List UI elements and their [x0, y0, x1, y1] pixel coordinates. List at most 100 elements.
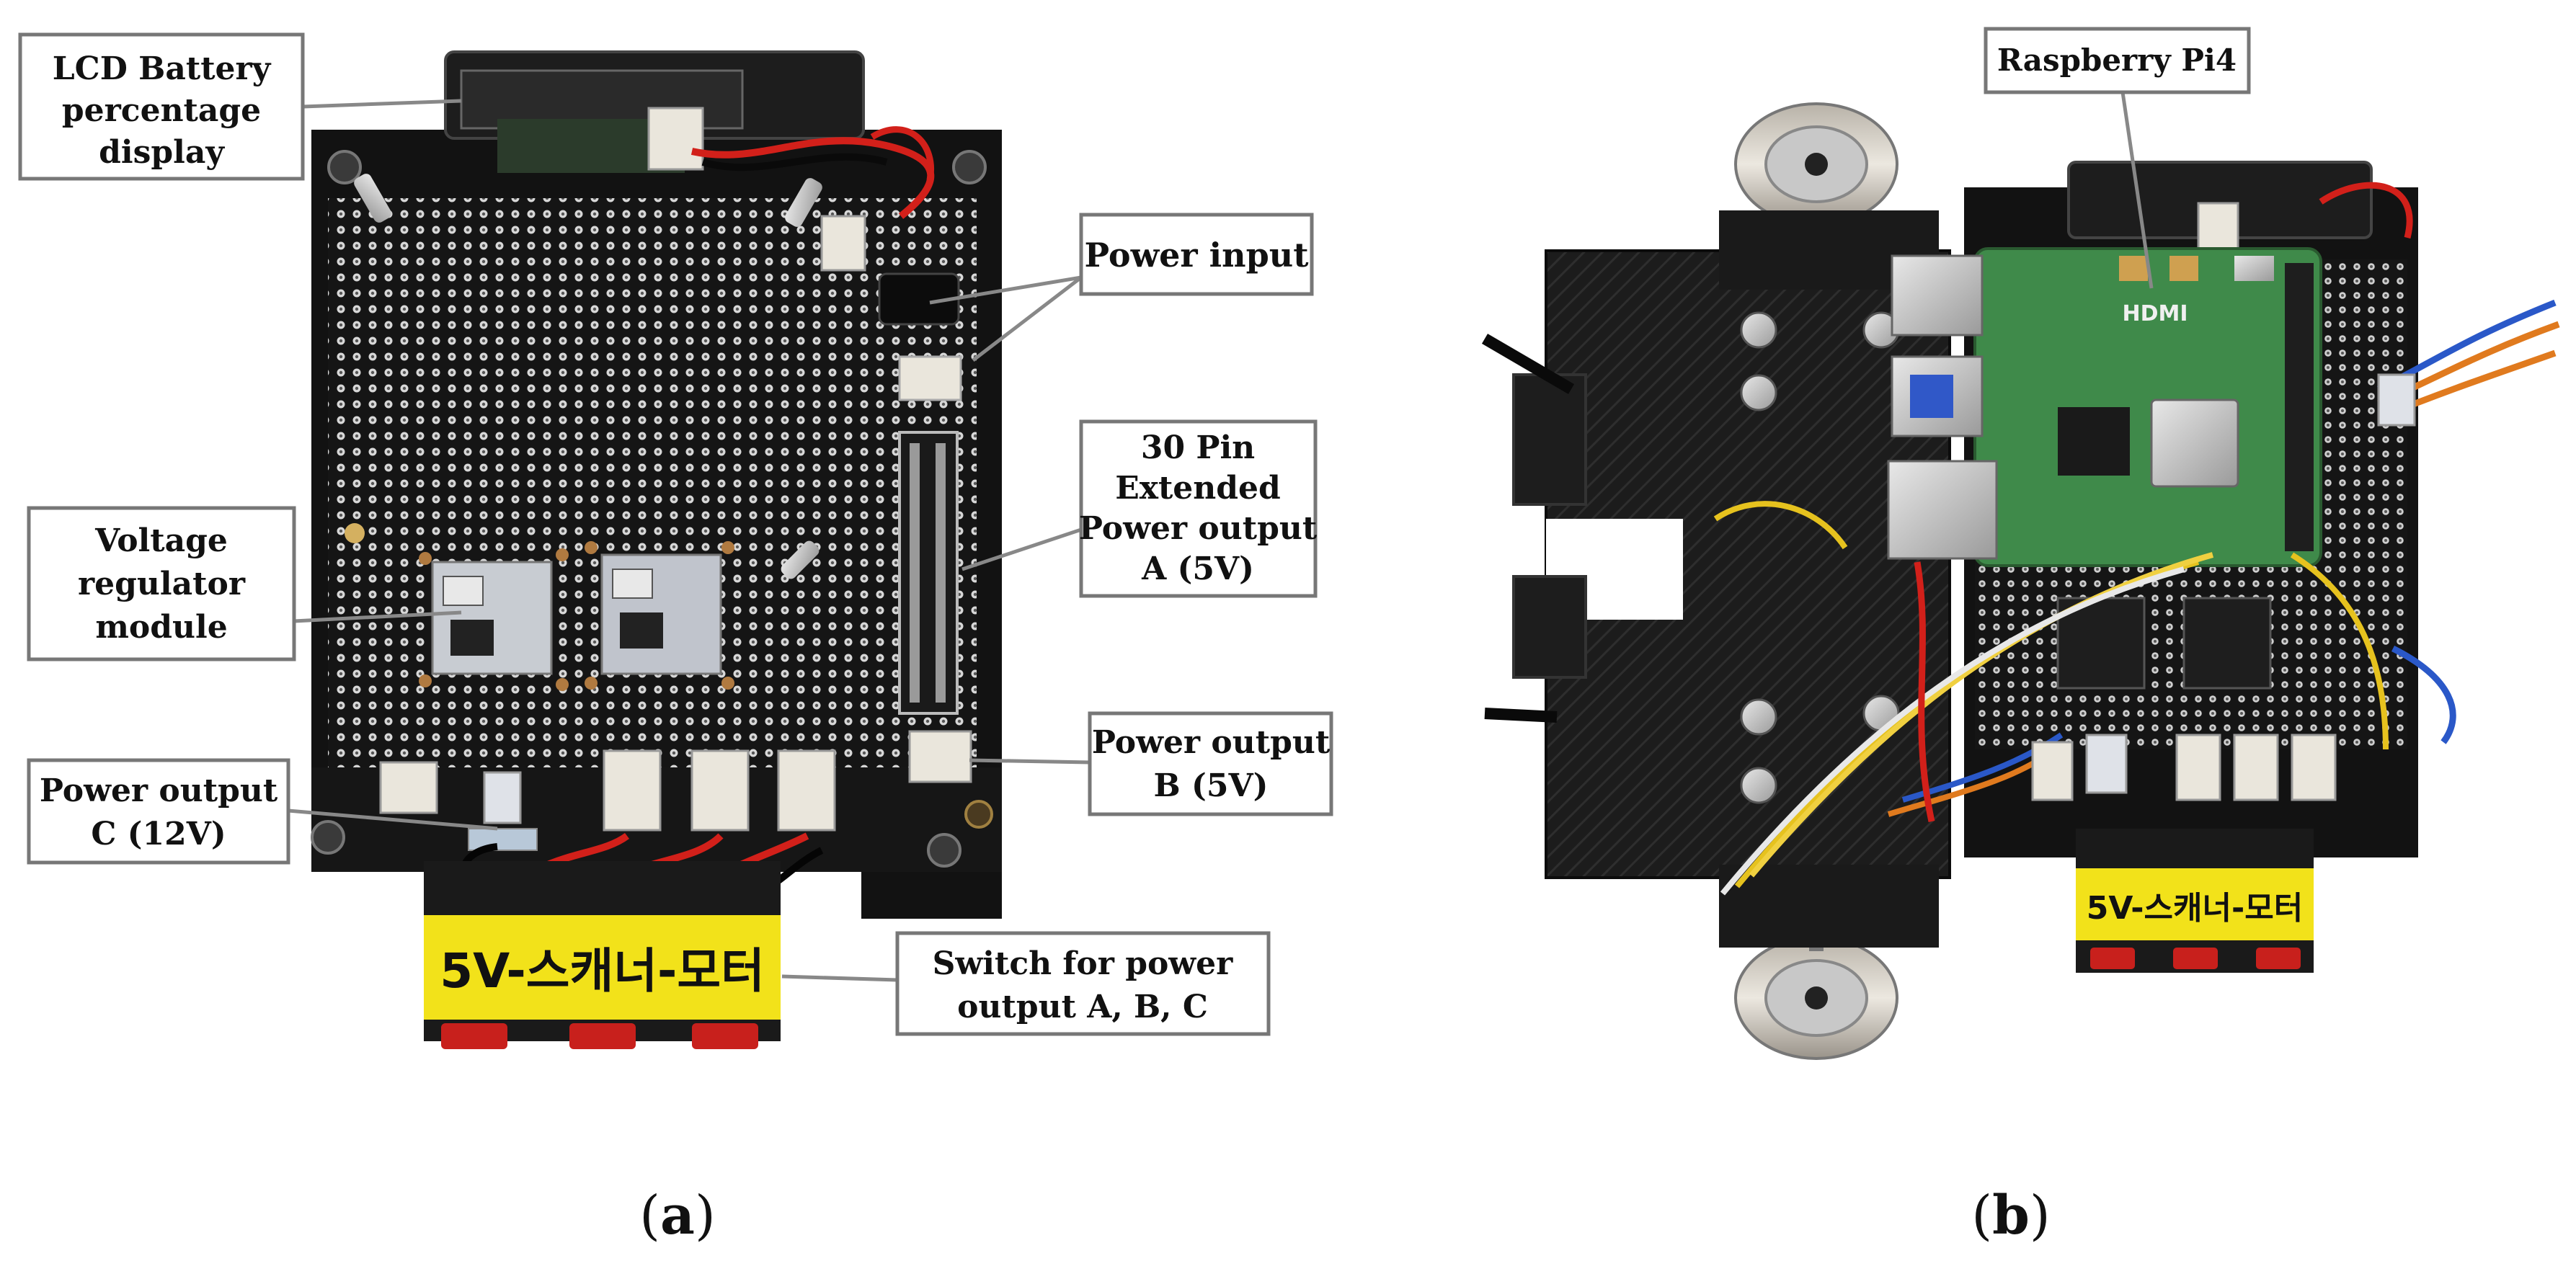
regulator-chip — [450, 620, 494, 656]
pin-header — [898, 431, 959, 715]
callout-30pin-line2: Extended — [1115, 470, 1281, 507]
callout-power-output-b: Power output B (5V) — [969, 711, 1333, 816]
motor-mount-bottom — [1719, 865, 1939, 948]
callout-raspberry-pi: Raspberry Pi4 — [1984, 27, 2251, 289]
switch-button-red — [692, 1023, 758, 1049]
blue-wire — [2391, 645, 2456, 744]
regulator-inductor — [612, 569, 653, 599]
regulator-chip — [620, 612, 663, 649]
rpi-gpio-header — [2285, 263, 2314, 551]
switch-label-text-b: 5V-스캐너-모터 — [2087, 890, 2303, 927]
callout-vr-line2: regulator — [78, 566, 246, 602]
red-wire — [2319, 182, 2413, 239]
top-connector — [820, 215, 866, 272]
rpi-micro-hdmi — [2169, 256, 2198, 281]
callout-30pin-line4: A (5V) — [1141, 551, 1254, 587]
yellow-wire — [1713, 501, 1848, 550]
connector-c2 — [483, 771, 522, 824]
callout-vr-line1: Voltage — [94, 522, 228, 559]
mount-screw-icon — [964, 800, 993, 829]
caption-b: (b) — [1971, 1185, 2051, 1247]
connector-b-row — [2031, 741, 2074, 801]
connector-3 — [777, 749, 836, 832]
lcd-connector-b — [2197, 202, 2239, 251]
callout-switch-line2: output A, B, C — [957, 989, 1208, 1025]
mount-screw-icon — [311, 820, 345, 855]
switch-button-red-b — [2256, 948, 2301, 969]
callout-lcd-line3: display — [99, 134, 225, 171]
callout-pc-line1: Power output — [40, 772, 278, 809]
rpi-usb-blue — [1910, 375, 1953, 418]
mount-screw-icon — [927, 833, 961, 868]
callout-lcd-line2: percentage — [62, 92, 261, 129]
rpi-micro-hdmi — [2119, 256, 2148, 281]
callout-30pin: 30 Pin Extended Power output A (5V) — [961, 419, 1318, 598]
caption-a: (a) — [639, 1185, 716, 1247]
black-cable — [1481, 334, 1575, 394]
black-cable — [1484, 708, 1558, 723]
switch-button-red-b — [2173, 948, 2218, 969]
mount-screw-icon — [327, 150, 362, 184]
rpi-soc-chip — [2150, 398, 2239, 488]
callout-pb-line1: Power output — [1092, 724, 1331, 761]
connector-b-row — [2085, 734, 2128, 794]
raspberry-pi-board — [1973, 247, 2322, 567]
callout-voltage-regulator: Voltage regulator module — [27, 506, 462, 661]
switch-button-red — [441, 1023, 507, 1049]
callout-lcd-line1: LCD Battery — [53, 50, 272, 87]
callout-power-input: Power input — [929, 213, 1314, 362]
switch-button-red-b — [2090, 948, 2135, 969]
yellow-wire — [2290, 552, 2389, 750]
regulator-module-b2 — [2182, 597, 2272, 690]
callout-pc-line2: C (12V) — [91, 816, 226, 852]
connector-shell — [468, 828, 538, 851]
rpi-usb-port — [1891, 254, 1984, 337]
brass-standoff — [345, 523, 365, 543]
yellow-wire — [1749, 552, 2214, 878]
rpi-ethernet-port — [1887, 460, 1998, 560]
callout-30pin-line3: Power output — [1079, 510, 1318, 547]
red-wire — [870, 126, 934, 181]
chassis-bracket — [1512, 373, 1587, 506]
rpi-ram-chip — [2058, 407, 2130, 476]
callout-pb-line2: B (5V) — [1154, 767, 1269, 804]
standoff — [785, 178, 822, 227]
callout-switch: Switch for power output A, B, C — [781, 931, 1271, 1036]
callout-switch-line1: Switch for power — [933, 945, 1234, 982]
chassis-bracket — [1512, 575, 1587, 679]
chassis-screws — [1740, 311, 1900, 804]
lcd-connector — [647, 107, 704, 171]
red-wire — [1914, 561, 1935, 822]
callout-power-input-text: Power input — [1085, 236, 1310, 275]
connector-2 — [690, 749, 750, 832]
callout-rpi-text: Raspberry Pi4 — [1997, 43, 2237, 78]
rpi-hdmi-text: HDMI — [2122, 301, 2188, 326]
connector-b-row — [2233, 734, 2279, 801]
switch-label-text: 5V-스캐너-모터 — [440, 943, 765, 999]
standoff — [354, 174, 391, 223]
standoff — [781, 540, 820, 579]
regulator-inductor — [443, 576, 484, 606]
connector-c — [379, 761, 438, 814]
callout-vr-line3: module — [95, 609, 227, 646]
power-input-connector — [898, 355, 962, 401]
connector-1 — [603, 749, 662, 832]
side-connector — [2377, 373, 2416, 427]
pin-header-pins — [910, 443, 946, 703]
callout-power-output-c: Power output C (12V) — [27, 758, 498, 865]
callout-30pin-line1: 30 Pin — [1141, 429, 1255, 466]
connector-b-row — [2175, 734, 2221, 801]
solder-joints — [419, 541, 734, 691]
switch-label-plate-b — [2076, 868, 2314, 940]
red-wire — [690, 137, 935, 219]
connector-b — [908, 730, 972, 783]
white-wire — [1720, 566, 2185, 896]
mount-screw-icon — [952, 150, 987, 184]
connector-b-row — [2291, 734, 2337, 801]
panel-b-photo: HDMI 5V-스캐너-모터 — [1481, 102, 2560, 1060]
panel-a-photo: 5V-스캐너-모터 — [311, 50, 1002, 1049]
switch-label-plate — [424, 915, 781, 1020]
black-wire — [701, 153, 888, 171]
callout-lcd-battery: LCD Battery percentage display — [18, 32, 462, 181]
